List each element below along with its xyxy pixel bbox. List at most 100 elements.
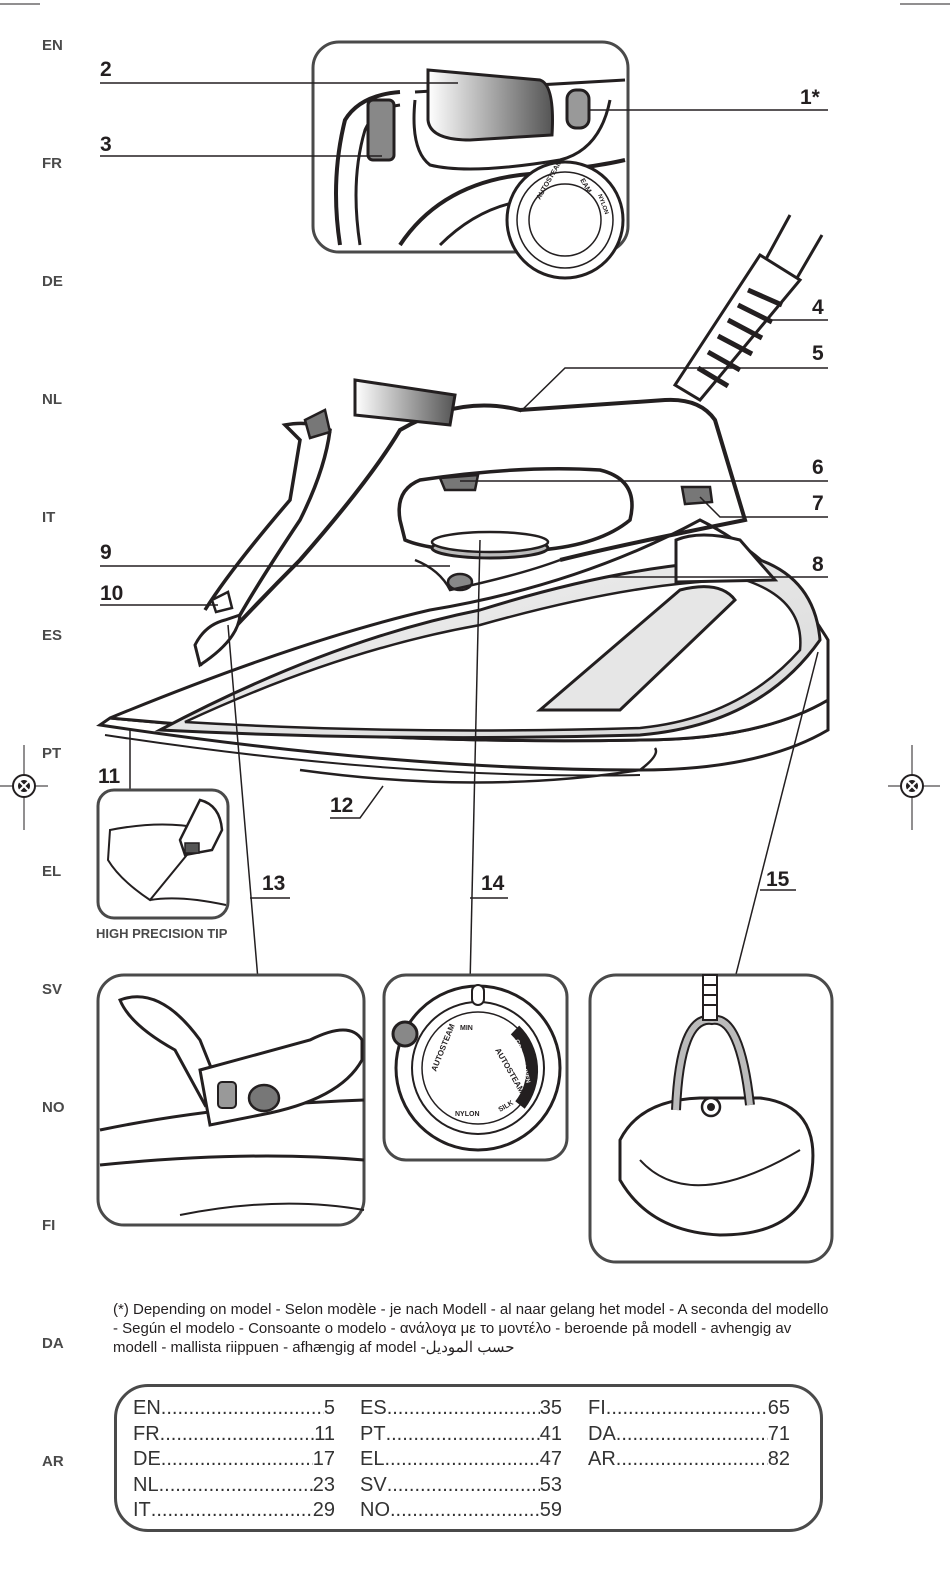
side-lang-de: DE (42, 273, 63, 290)
side-lang-fi: FI (42, 1217, 56, 1234)
part-number-4: 4 (812, 296, 824, 319)
toc-entry[interactable]: SV 53 (360, 1474, 562, 1500)
iron-main-illustration (96, 214, 830, 784)
inset-heel (588, 973, 834, 1264)
part-number-1: 1* (800, 86, 820, 109)
toc-leader-dots (616, 1423, 768, 1446)
precision-tip-caption: HIGH PRECISION TIP (96, 926, 228, 941)
shot-of-steam-button (438, 473, 480, 492)
shot-of-steam-button-closeup (366, 98, 396, 162)
part-number-15: 15 (766, 868, 790, 891)
side-lang-ar: AR (42, 1453, 64, 1470)
inset-handle-closeup (311, 40, 630, 280)
toc-lang: EL (360, 1448, 385, 1470)
toc-leader-dots (159, 1474, 313, 1497)
toc-lang: SV (360, 1473, 387, 1496)
toc-page: 41 (539, 1422, 562, 1445)
dial-label-min: MIN (460, 1025, 473, 1032)
toc-page: 53 (539, 1473, 562, 1496)
water-inlet (210, 590, 234, 614)
water-inlet-cap (247, 1083, 281, 1113)
toc-lang: PT (360, 1422, 386, 1445)
toc-lang: IT (133, 1499, 151, 1521)
toc-entry[interactable]: FR 11 (133, 1423, 335, 1449)
toc-entry[interactable]: PT 41 (360, 1423, 562, 1449)
toc-entry[interactable]: DE 17 (133, 1448, 335, 1474)
registration-mark-left-icon (12, 774, 36, 798)
toc-entry[interactable]: EL 47 (360, 1448, 562, 1474)
toc-leader-dots (160, 1423, 315, 1446)
inset-precision-tip (96, 788, 230, 920)
toc-column-3: FI 65 DA 71 AR 82 (588, 1397, 790, 1474)
toc-page: 23 (312, 1473, 335, 1496)
side-lang-no: NO (42, 1099, 65, 1116)
toc-page: 35 (539, 1397, 562, 1419)
toc-lang: AR (588, 1448, 616, 1470)
toc-leader-dots (384, 1448, 539, 1471)
toc-page: 82 (767, 1448, 790, 1470)
language-page-index: EN 5 FR 11 DE 17 NL23 IT 29 ES 35 PT 41 EL 47 S… (114, 1384, 823, 1532)
part-number-14: 14 (481, 872, 505, 895)
part-number-8: 8 (812, 553, 824, 576)
spray-button (680, 485, 714, 506)
part-number-5: 5 (812, 342, 824, 365)
side-lang-it: IT (42, 509, 56, 526)
toc-leader-dots (161, 1448, 313, 1471)
side-lang-nl: NL (42, 391, 62, 408)
toc-column-2: ES 35 PT 41 EL 47 SV 53 NO 59 (360, 1397, 562, 1525)
side-lang-pt: PT (42, 745, 62, 762)
toc-leader-dots (390, 1499, 540, 1522)
toc-entry[interactable]: FI 65 (588, 1397, 790, 1423)
steam-trigger-closeup (426, 68, 554, 142)
part-number-2: 2 (100, 58, 112, 81)
toc-leader-dots (161, 1397, 324, 1420)
toc-page: 47 (539, 1448, 562, 1470)
toc-lang: EN (133, 1397, 161, 1419)
part-number-10: 10 (100, 582, 124, 605)
toc-lang: DE (133, 1448, 161, 1470)
part-number-3: 3 (100, 133, 112, 156)
model-footnote: (*) Depending on model - Selon modèle - … (113, 1301, 829, 1356)
part-number-12: 12 (330, 794, 354, 817)
steam-trigger (353, 378, 457, 427)
spray-button-closeup (565, 88, 591, 130)
toc-leader-dots (387, 1397, 540, 1420)
part-number-13: 13 (262, 872, 286, 895)
toc-entry[interactable]: AR 82 (588, 1448, 790, 1474)
toc-entry[interactable]: ES 35 (360, 1397, 562, 1423)
side-lang-en: EN (42, 37, 63, 54)
toc-column-1: EN 5 FR 11 DE 17 NL23 IT 29 (133, 1397, 335, 1525)
toc-page: 59 (539, 1499, 562, 1521)
registration-mark-right-icon (900, 774, 924, 798)
toc-entry[interactable]: DA 71 (588, 1423, 790, 1449)
part-number-9: 9 (100, 541, 112, 564)
side-lang-el: EL (42, 863, 62, 880)
toc-entry[interactable]: EN 5 (133, 1397, 335, 1423)
dial-label-nylon: NYLON (455, 1111, 480, 1118)
toc-lang: NO (360, 1499, 390, 1521)
toc-page: 65 (767, 1397, 790, 1419)
temperature-dial-closeup (505, 160, 625, 280)
dial-pilot-light-icon (391, 1020, 419, 1048)
toc-leader-dots (606, 1397, 768, 1420)
side-lang-da: DA (42, 1335, 64, 1352)
toc-page: 29 (312, 1499, 335, 1521)
toc-entry[interactable]: NO 59 (360, 1499, 562, 1525)
toc-leader-dots (151, 1499, 313, 1522)
toc-page: 17 (312, 1448, 335, 1470)
side-lang-fr: FR (42, 155, 62, 172)
toc-page: 71 (767, 1422, 790, 1445)
toc-entry[interactable]: NL23 (133, 1474, 335, 1500)
leader-lines (100, 82, 828, 1099)
toc-lang: FI (588, 1397, 606, 1419)
toc-lang: FR (133, 1422, 160, 1445)
toc-lang: DA (588, 1422, 616, 1445)
toc-lang: ES (360, 1397, 387, 1419)
toc-leader-dots (386, 1423, 540, 1446)
side-lang-sv: SV (42, 981, 63, 998)
toc-leader-dots (387, 1474, 540, 1497)
inset-temperature-dial (382, 973, 569, 1162)
toc-page: 5 (323, 1397, 335, 1419)
toc-entry[interactable]: IT 29 (133, 1499, 335, 1525)
toc-page: 11 (314, 1422, 335, 1445)
